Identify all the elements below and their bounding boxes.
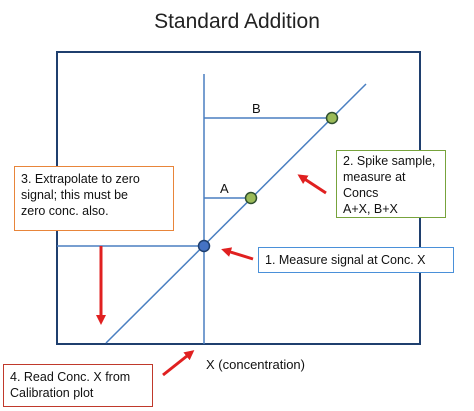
diagram-title: Standard Addition: [154, 10, 320, 33]
x-axis-label: X (concentration): [206, 357, 305, 372]
segment-a-label: A: [220, 181, 229, 196]
callout-spike-sample: 2. Spike sample, measure at Concs A+X, B…: [336, 150, 446, 218]
calibration-line: [105, 83, 367, 344]
callout-measure-signal: 1. Measure signal at Conc. X: [258, 247, 454, 273]
callout-extrapolate: 3. Extrapolate to zero signal; this must…: [14, 166, 174, 231]
arrow-to-measured-point: [221, 247, 254, 261]
arrow-to-calibration-line: [297, 174, 327, 195]
segment-b-label: B: [252, 101, 261, 116]
spike-point-b: [325, 111, 339, 125]
spike-point-a: [244, 191, 258, 205]
callout-read-conc: 4. Read Conc. X from Calibration plot: [3, 364, 153, 407]
measured-point: [197, 239, 211, 253]
arrow-to-axis-origin: [162, 350, 195, 377]
